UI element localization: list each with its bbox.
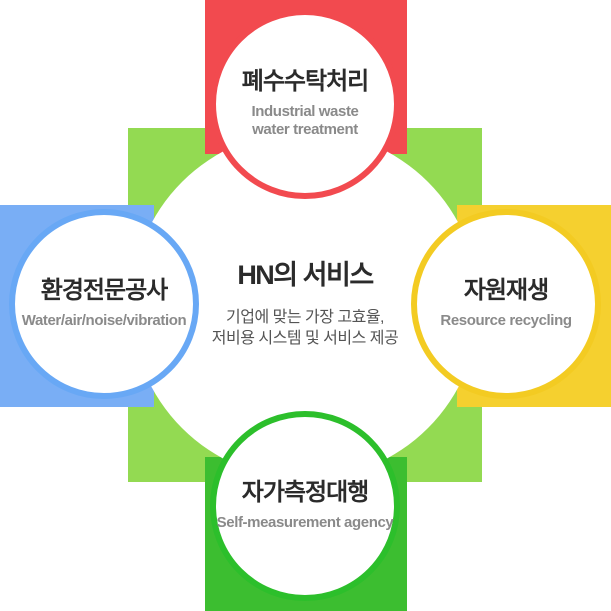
service-subtitle-line1: Self-measurement agency bbox=[216, 513, 394, 531]
service-node-resource-recycling: 자원재생 Resource recycling bbox=[411, 209, 601, 399]
service-title: 폐수수탁처리 bbox=[241, 67, 369, 95]
diagram-subtitle-line2: 저비용 시스템 및 서비스 제공 bbox=[211, 329, 399, 347]
service-subtitle: Self-measurement agency bbox=[217, 514, 394, 533]
service-subtitle: Industrial waste water treatment bbox=[252, 103, 359, 141]
service-subtitle: Water/air/noise/vibration bbox=[22, 312, 187, 331]
service-title: 자가측정대행 bbox=[241, 479, 369, 507]
diagram-title: HN의 서비스 bbox=[237, 260, 374, 291]
service-node-environmental-construction: 환경전문공사 Water/air/noise/vibration bbox=[9, 209, 199, 399]
diagram-subtitle: 기업에 맞는 가장 고효율, 저비용 시스템 및 서비스 제공 bbox=[211, 307, 399, 349]
service-subtitle-line2: water treatment bbox=[252, 121, 358, 139]
service-node-self-measurement: 자가측정대행 Self-measurement agency bbox=[210, 411, 400, 601]
service-node-wastewater-treatment: 폐수수탁처리 Industrial waste water treatment bbox=[210, 9, 400, 199]
service-subtitle-line1: Resource recycling bbox=[440, 311, 572, 329]
service-title: 자원재생 bbox=[463, 277, 549, 305]
service-subtitle-line1: Industrial waste bbox=[251, 102, 359, 120]
service-subtitle: Resource recycling bbox=[440, 311, 572, 331]
service-subtitle-line1: Water/air/noise/vibration bbox=[21, 311, 187, 329]
service-title: 환경전문공사 bbox=[40, 277, 168, 305]
diagram-subtitle-line1: 기업에 맞는 가장 고효율, bbox=[226, 308, 384, 326]
